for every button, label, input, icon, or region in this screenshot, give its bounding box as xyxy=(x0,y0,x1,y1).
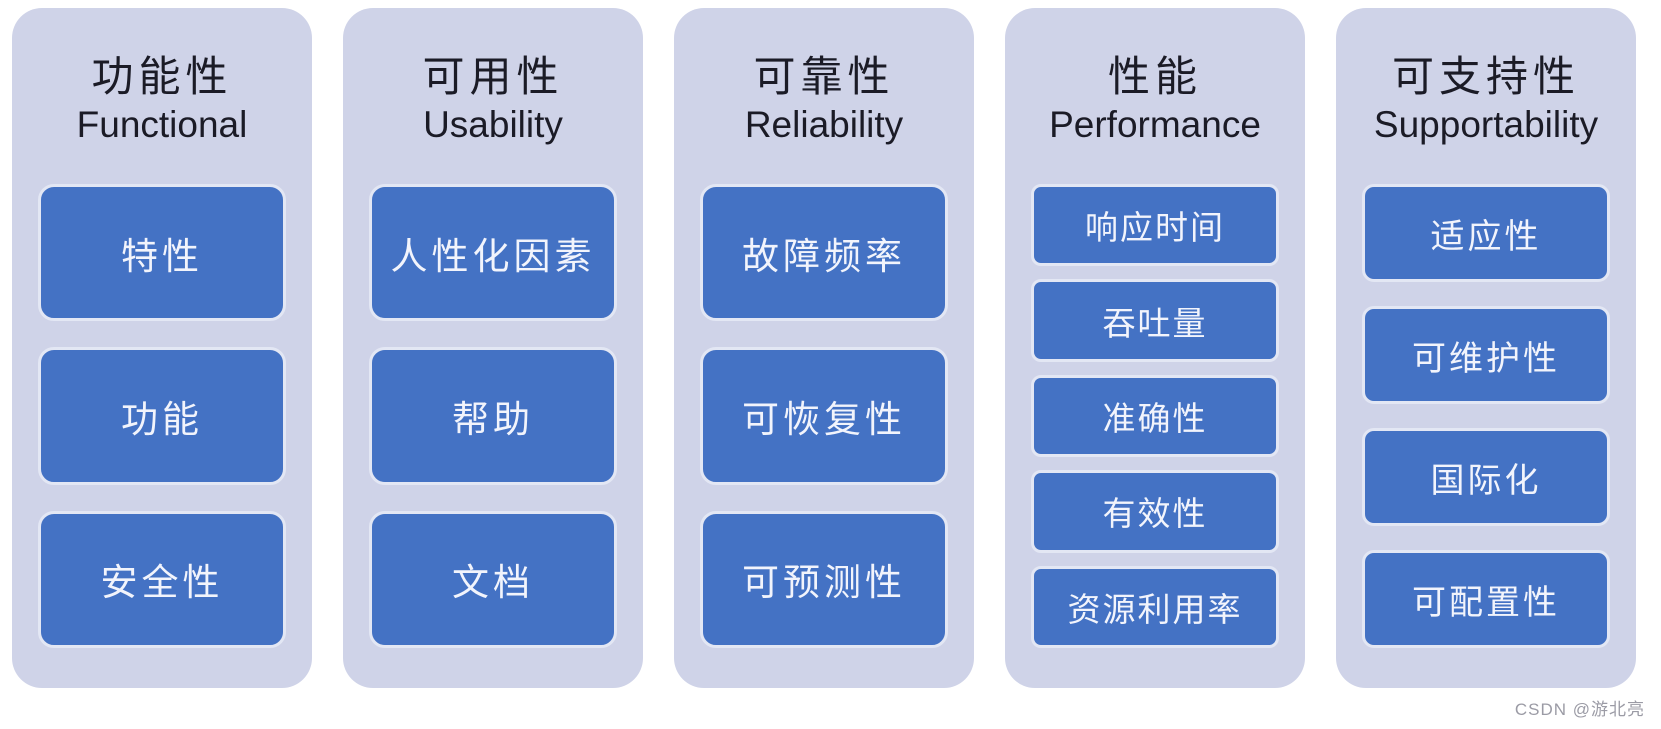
attribute-box: 有效性 xyxy=(1031,470,1279,553)
attribute-box: 可恢复性 xyxy=(700,347,948,485)
column-usability: 可用性 Usability 人性化因素帮助文档 xyxy=(343,8,643,688)
column-title: 性能 Performance xyxy=(1005,8,1305,184)
box-list: 适应性可维护性国际化可配置性 xyxy=(1336,184,1636,688)
attribute-box: 响应时间 xyxy=(1031,184,1279,267)
column-title-en: Supportability xyxy=(1373,104,1599,146)
column-functional: 功能性 Functional 特性功能安全性 xyxy=(12,8,312,688)
column-title-zh: 可靠性 xyxy=(753,53,895,100)
column-title-en: Reliability xyxy=(744,104,904,146)
attribute-box: 帮助 xyxy=(369,347,617,485)
attribute-box: 特性 xyxy=(38,184,286,322)
attribute-box: 可配置性 xyxy=(1362,550,1610,648)
attribute-box: 可预测性 xyxy=(700,510,948,648)
column-title-zh: 功能性 xyxy=(91,53,233,100)
attribute-box: 安全性 xyxy=(38,510,286,648)
column-title-zh: 可用性 xyxy=(422,53,564,100)
box-list: 响应时间吞吐量准确性有效性资源利用率 xyxy=(1005,184,1305,688)
column-title-en: Usability xyxy=(423,104,563,146)
attribute-box: 资源利用率 xyxy=(1031,565,1279,649)
attribute-box: 功能 xyxy=(38,347,286,485)
attribute-box: 国际化 xyxy=(1362,428,1610,526)
attribute-box: 文档 xyxy=(369,510,617,648)
attribute-box: 可维护性 xyxy=(1362,306,1610,404)
column-reliability: 可靠性 Reliability 故障频率可恢复性可预测性 xyxy=(674,8,974,688)
column-performance: 性能 Performance 响应时间吞吐量准确性有效性资源利用率 xyxy=(1005,8,1305,688)
attribute-box: 准确性 xyxy=(1031,374,1279,458)
columns-container: 功能性 Functional 特性功能安全性 可用性 Usability 人性化… xyxy=(12,8,1636,688)
column-title: 可靠性 Reliability xyxy=(674,8,974,184)
attribute-box: 人性化因素 xyxy=(369,184,617,322)
box-list: 故障频率可恢复性可预测性 xyxy=(674,184,974,688)
column-title: 功能性 Functional xyxy=(12,8,312,184)
box-list: 特性功能安全性 xyxy=(12,184,312,688)
attribute-box: 吞吐量 xyxy=(1031,279,1279,362)
column-title-zh: 性能 xyxy=(1107,53,1202,100)
attribute-box: 故障频率 xyxy=(700,184,948,322)
box-list: 人性化因素帮助文档 xyxy=(343,184,643,688)
watermark: CSDN @游北亮 xyxy=(1514,700,1645,719)
column-supportability: 可支持性 Supportability 适应性可维护性国际化可配置性 xyxy=(1336,8,1636,688)
attribute-box: 适应性 xyxy=(1362,184,1610,282)
column-title-zh: 可支持性 xyxy=(1391,53,1580,100)
column-title-en: Functional xyxy=(76,104,248,146)
column-title: 可支持性 Supportability xyxy=(1336,8,1636,184)
column-title: 可用性 Usability xyxy=(343,8,643,184)
column-title-en: Performance xyxy=(1049,104,1261,146)
